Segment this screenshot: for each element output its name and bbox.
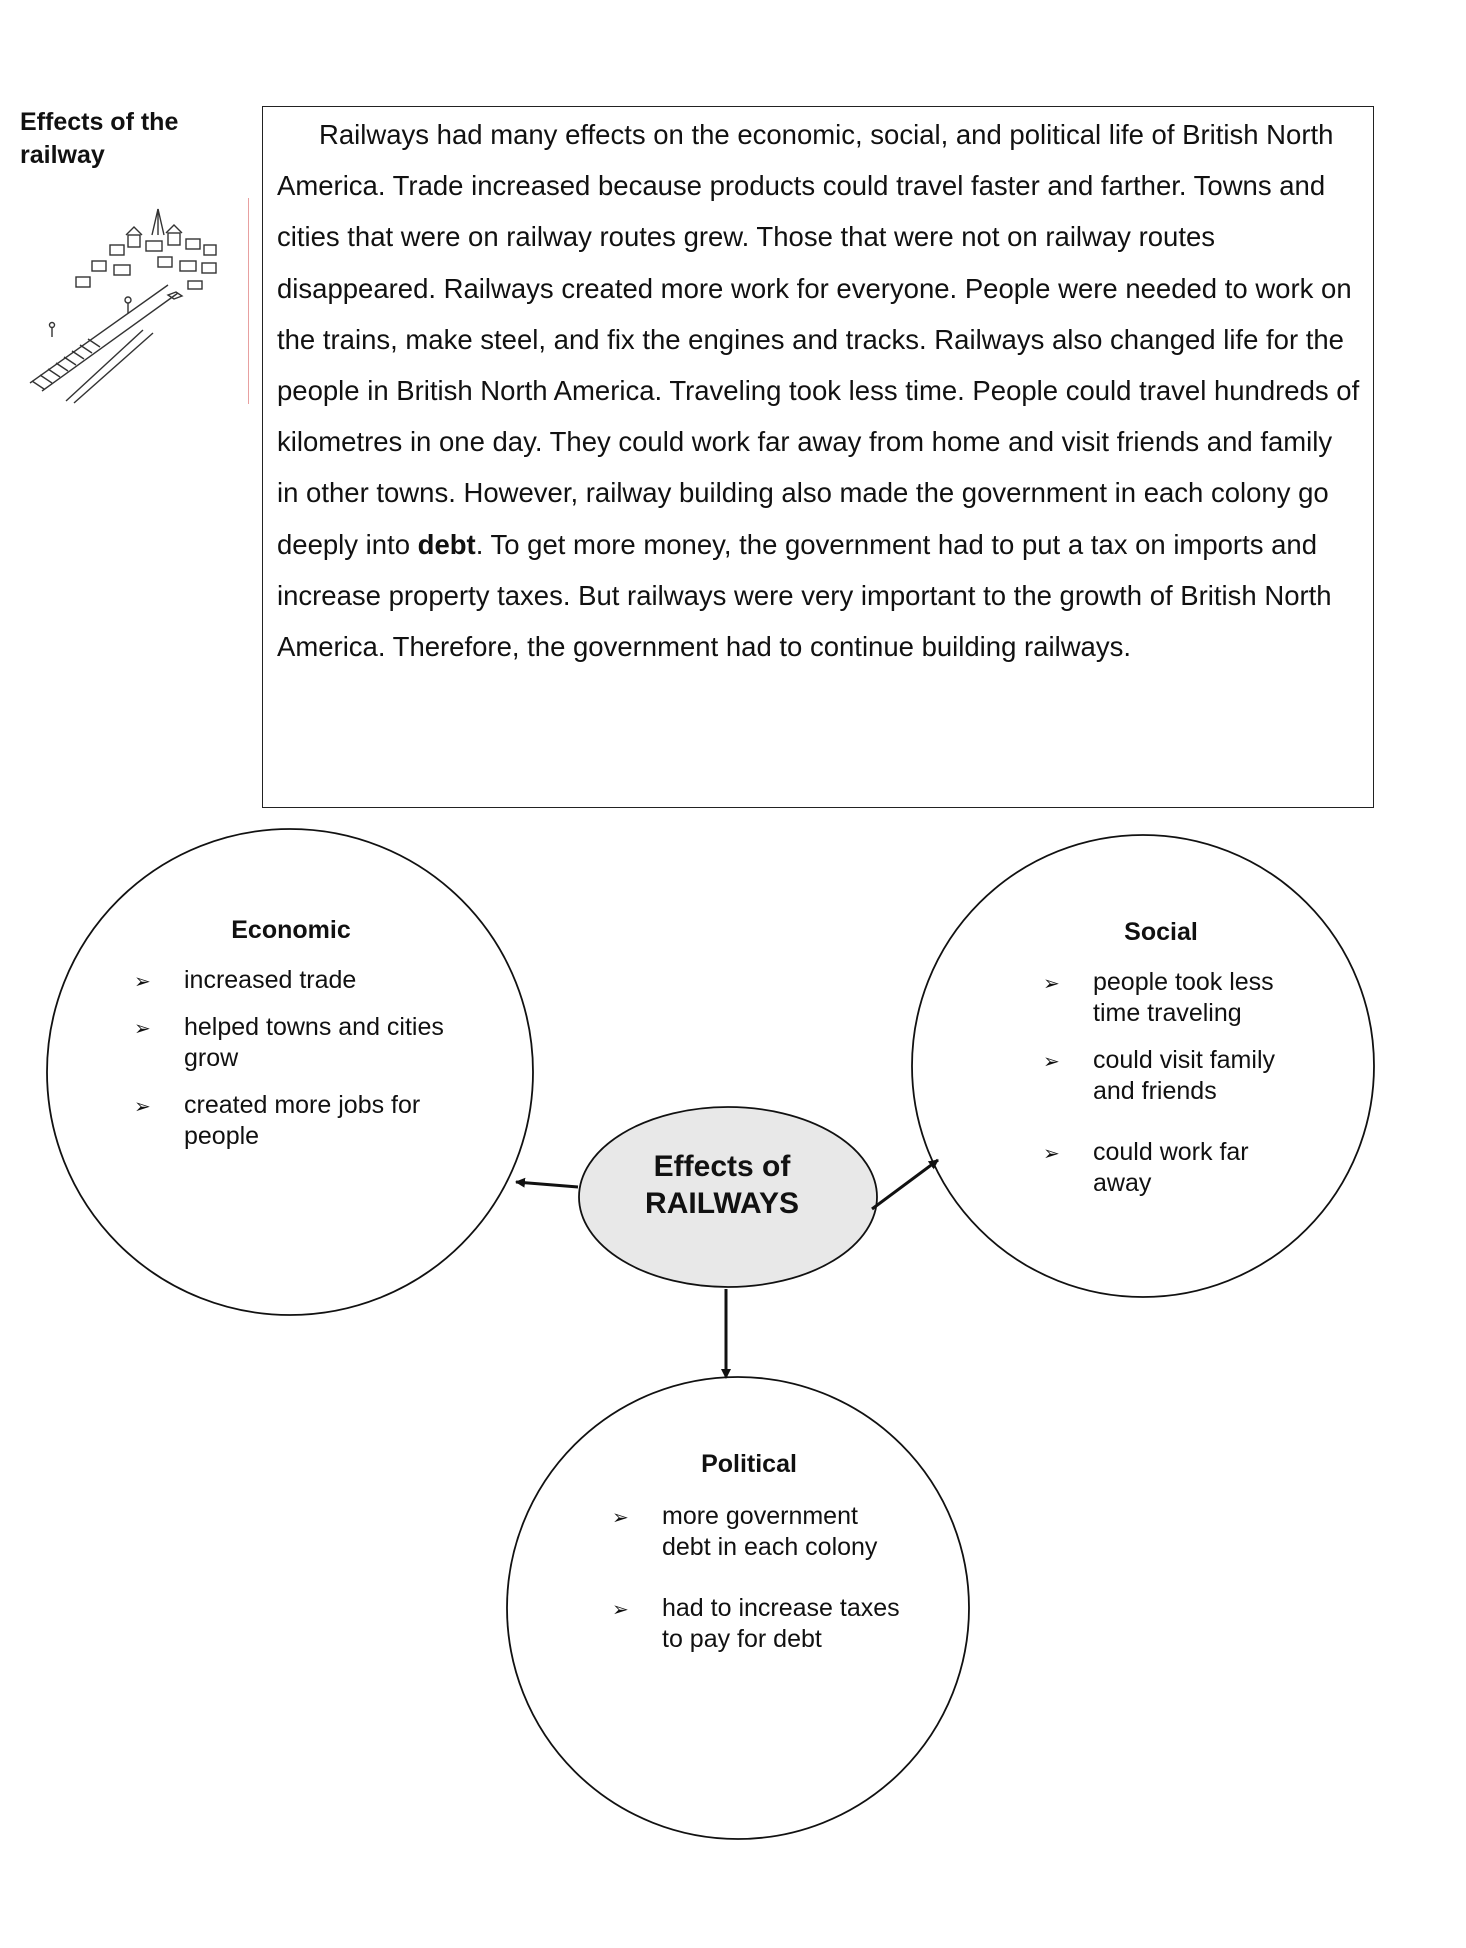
bullet-arrow-icon: ➢	[134, 969, 151, 993]
political-bubble: Political ➢more government debt in each …	[612, 1450, 902, 1671]
list-item: ➢more government debt in each colony	[612, 1502, 878, 1561]
bullet-arrow-icon: ➢	[134, 1094, 151, 1118]
center-label-line-2: RAILWAYS	[645, 1187, 799, 1220]
bullet-arrow-icon: ➢	[1043, 971, 1060, 995]
economic-bubble: Economic ➢increased trade ➢helped towns …	[134, 916, 464, 1168]
bullet-arrow-icon: ➢	[612, 1505, 629, 1529]
reading-passage-box: Railways had many effects on the economi…	[262, 106, 1374, 808]
section-heading-line-2: railway	[20, 141, 105, 169]
arrow-to-social	[871, 1158, 939, 1211]
economic-title: Economic	[231, 916, 351, 944]
economic-list: ➢increased trade ➢helped towns and citie…	[134, 965, 464, 1152]
passage-text-part-1: Railways had many effects on the economi…	[277, 119, 1360, 560]
social-bubble: Social ➢people took less time traveling …	[1043, 918, 1303, 1215]
political-list: ➢more government debt in each colony ➢ha…	[612, 1501, 902, 1655]
passage-text-part-2: . To get more money, the government had …	[277, 528, 1332, 663]
section-heading: Effects of the railway	[20, 106, 220, 172]
center-label-line-1: Effects of	[653, 1150, 791, 1183]
bullet-arrow-icon: ➢	[1043, 1049, 1060, 1073]
list-item: ➢helped towns and cities grow	[134, 1013, 444, 1072]
list-item: ➢increased trade	[134, 965, 464, 996]
bullet-arrow-icon: ➢	[134, 1016, 151, 1040]
bullet-arrow-icon: ➢	[612, 1597, 629, 1621]
list-item: ➢could work far away	[1043, 1138, 1249, 1197]
center-label: Effects of RAILWAYS	[580, 1148, 864, 1222]
reading-passage: Railways had many effects on the economi…	[277, 109, 1361, 672]
passage-bold-term: debt	[417, 528, 476, 560]
political-title: Political	[701, 1450, 797, 1478]
railway-town-sketch-icon	[29, 208, 217, 404]
margin-rule	[248, 198, 249, 404]
bullet-arrow-icon: ➢	[1043, 1141, 1060, 1165]
arrow-to-economic	[515, 1177, 579, 1189]
list-item: ➢had to increase taxes to pay for debt	[612, 1594, 900, 1653]
social-title: Social	[1124, 918, 1198, 946]
list-item: ➢people took less time traveling	[1043, 968, 1274, 1027]
section-heading-line-1: Effects of the	[20, 108, 179, 136]
list-item: ➢could visit family and friends	[1043, 1046, 1275, 1105]
social-list: ➢people took less time traveling ➢could …	[1043, 967, 1303, 1199]
list-item: ➢created more jobs for people	[134, 1091, 421, 1150]
